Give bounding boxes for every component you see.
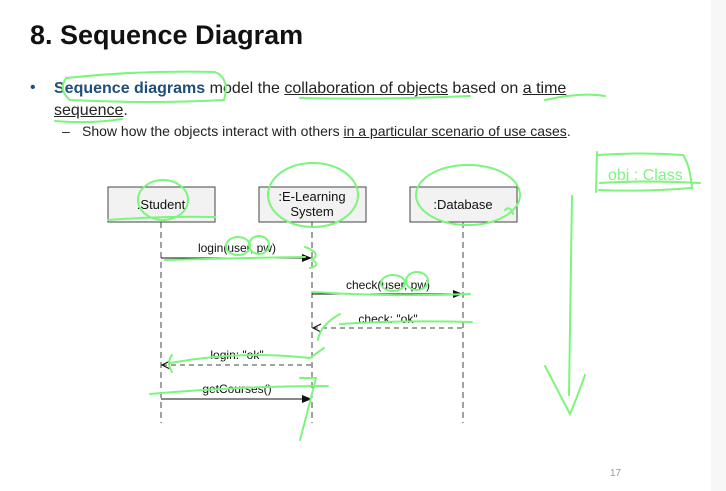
ink-seven-mark <box>299 377 318 441</box>
ink-circle-user2 <box>380 274 406 292</box>
slide-title: 8. Sequence Diagram <box>30 20 304 50</box>
ink-annotations: obj : Class <box>54 70 701 441</box>
message-check-return: check: "ok" <box>313 312 463 328</box>
bullet-marker: • <box>30 79 36 96</box>
ink-underline-student <box>107 215 216 221</box>
object-label: :E-Learning <box>278 189 345 204</box>
svg-text:check(user, pw): check(user, pw) <box>346 278 430 292</box>
ink-underline-sequence <box>54 118 123 124</box>
ink-arrowhead-login <box>304 246 318 269</box>
phrase-scenario: in a particular scenario of use cases <box>343 123 567 139</box>
sub-bullet-text: –Show how the objects interact with othe… <box>62 123 571 139</box>
ink-box-obj-class <box>595 151 701 193</box>
object-student: :Student <box>107 186 216 223</box>
ink-underline-collaboration <box>299 95 471 100</box>
ink-timeline-arrow <box>568 195 573 396</box>
ink-arrowhead-check-return <box>317 313 341 341</box>
object-label: System <box>290 204 333 219</box>
dash-marker: – <box>62 123 70 139</box>
page-number: 17 <box>610 468 622 479</box>
ink-circle-pw1 <box>248 235 270 255</box>
object-database: :Database <box>409 186 518 223</box>
phrase-collaboration: collaboration of objects <box>284 80 448 97</box>
ink-circle-term <box>61 70 227 103</box>
ink-circle-elearning <box>267 162 359 228</box>
ink-tick-database <box>504 207 514 215</box>
object-label: :Database <box>433 197 492 212</box>
svg-text:login(user, pw): login(user, pw) <box>198 241 276 255</box>
slide-edge <box>711 0 726 491</box>
ink-circle-pw2 <box>405 271 429 291</box>
ink-arrow-login <box>164 256 306 261</box>
ink-line-login-return <box>169 347 325 364</box>
object-elearning-system: :E-Learning System <box>258 186 367 223</box>
ink-circle-student <box>137 179 189 221</box>
ink-line-getcourses <box>149 385 329 395</box>
message-check: check(user, pw) <box>312 278 463 298</box>
svg-text:check: "ok": check: "ok" <box>358 312 417 326</box>
ink-underline-time <box>544 93 606 101</box>
ink-arrow-check <box>311 291 471 297</box>
phrase-time-sequence: a time sequence <box>54 80 567 119</box>
ink-circle-database <box>415 164 521 226</box>
ink-line-check-return <box>339 320 473 325</box>
ink-note-obj-class: obj : Class <box>608 167 683 184</box>
ink-arrowhead-login-return <box>168 354 173 373</box>
term-sequence-diagrams: Sequence diagrams <box>54 80 206 97</box>
ink-timeline-arrowhead <box>544 365 586 417</box>
bullet-text: Sequence diagrams model the collaboratio… <box>54 80 567 119</box>
object-label: :Student <box>137 197 186 212</box>
